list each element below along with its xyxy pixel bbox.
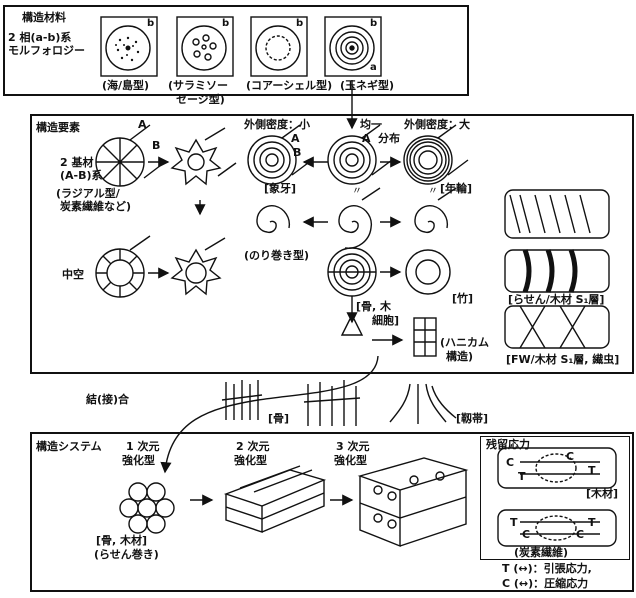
- one-d-type-label: 強化型: [122, 454, 155, 467]
- fw-wood-label: [FW/木材 S₁層, 繊虫]: [506, 353, 620, 366]
- phase-b-label: b: [222, 18, 230, 29]
- three-d-label: 3 次元: [336, 440, 370, 453]
- label-B: B: [152, 139, 161, 152]
- bone-joint-label: [骨]: [268, 412, 290, 425]
- residual-stress-label: 残留応力: [486, 438, 530, 451]
- annual-ring-label: [年輪]: [440, 182, 473, 195]
- star-fiber: [170, 127, 237, 186]
- bone-joint-sketch: [221, 380, 263, 420]
- morphology-onion: [329, 25, 375, 71]
- stress-C: C: [522, 528, 531, 541]
- svg-text:〃: 〃: [428, 186, 438, 197]
- bone-wood-label: [骨, 木: [356, 300, 392, 313]
- fw-cylinder: [504, 305, 610, 349]
- phase-b-label: b: [147, 18, 155, 29]
- stress-C: C: [566, 450, 575, 463]
- morphology-sea-island: [105, 25, 151, 71]
- radial-type-label: (ラジアル型/: [56, 187, 120, 200]
- two-d-label: 2 次元: [236, 440, 270, 453]
- honeycomb-structure-label: 構造): [446, 350, 474, 363]
- annual-ring-fiber: [403, 124, 469, 185]
- bamboo-label: [竹]: [452, 292, 474, 305]
- spiral-wood-label: [らせん/木材 S₁層]: [508, 293, 605, 306]
- materials-title: 構造材料: [22, 11, 66, 24]
- morphology-salami: [181, 25, 227, 71]
- distribution-label: 分布: [378, 132, 400, 145]
- elements-panel: [30, 114, 634, 374]
- ivory-fiber: [247, 124, 313, 185]
- roll-type-label: (のり巻き型): [244, 249, 310, 262]
- stress-T: T: [588, 516, 596, 529]
- residual-stress-panel: [480, 436, 630, 560]
- morphology-label: モルフォロジー: [8, 44, 85, 57]
- two-phase-label: 2 相(a-b)系: [8, 31, 72, 44]
- wood-joint-sketch: [303, 380, 361, 426]
- residual-stress-wood: [497, 447, 617, 489]
- roll-spiral-center: [338, 187, 381, 249]
- legend-compression: C (↔)：圧縮応力: [502, 577, 589, 590]
- ligament-sketch: [389, 383, 457, 424]
- sea-island-label: (海/島型): [102, 79, 150, 92]
- stress-T: T: [510, 516, 518, 529]
- hollow-star-fiber: [170, 237, 226, 296]
- wood-label: [木材]: [586, 487, 619, 500]
- density-high-label: 外側密度：大: [404, 118, 470, 131]
- salami-label: (サラミソー: [168, 79, 229, 92]
- ivory-label: [象牙]: [264, 182, 297, 195]
- phase-b-label: b: [296, 18, 304, 29]
- slab-2d: [223, 465, 327, 533]
- hollow-fiber: [95, 235, 151, 298]
- morphology-core-shell: [255, 25, 301, 71]
- bone-wood-system-label: [骨, 木材]: [96, 534, 148, 547]
- stress-T: T: [518, 470, 526, 483]
- carbon-fiber-label: 炭素繊維など): [60, 200, 132, 213]
- elements-title: 構造要素: [36, 121, 80, 134]
- lattice-3d: [357, 457, 469, 548]
- uniform-label: 均一: [360, 118, 382, 131]
- two-matrix-label: 2 基材: [60, 156, 94, 169]
- cell-label: 細胞]: [372, 314, 400, 327]
- label-B: B: [293, 146, 302, 159]
- spiral-cylinder: [504, 249, 610, 293]
- hollow-label: 中空: [62, 268, 84, 281]
- label-A: A: [291, 132, 300, 145]
- carbon-fiber-system-label: (炭素繊維): [514, 546, 569, 559]
- density-low-label: 外側密度：小: [244, 118, 310, 131]
- honeycomb-label: (ハニカム: [440, 336, 490, 349]
- stress-C: C: [576, 528, 585, 541]
- phase-b-label: b: [370, 18, 378, 29]
- label-A: A: [138, 118, 147, 131]
- three-d-type-label: 強化型: [334, 454, 367, 467]
- legend-tension: T (↔)：引張応力,: [502, 562, 592, 575]
- stress-C: C: [506, 456, 515, 469]
- uniform-fiber: [327, 124, 393, 185]
- one-d-label: 1 次元: [126, 440, 160, 453]
- wood-cylinder-1: [504, 189, 610, 239]
- stress-T: T: [588, 464, 596, 477]
- label-A: A: [362, 132, 371, 145]
- two-d-type-label: 強化型: [234, 454, 267, 467]
- residual-stress-carbon: [497, 509, 617, 547]
- roll-spiral-right: [414, 187, 457, 234]
- systems-panel: [30, 432, 634, 592]
- systems-title: 構造システム: [36, 440, 102, 453]
- onion-label: (玉ネギ型): [340, 79, 395, 92]
- sausage-label: セージ型): [176, 93, 225, 106]
- core-shell-label: (コアーシェル型): [246, 79, 333, 92]
- bundle-1d: [119, 482, 175, 534]
- materials-panel: [3, 5, 469, 96]
- spiral-roll-label: (らせん巻き): [94, 548, 159, 561]
- ligament-label: [靱帯]: [456, 412, 489, 425]
- phase-a-label: a: [370, 62, 377, 73]
- ab-system-label: (A-B)系: [60, 169, 103, 182]
- bamboo-fiber: [405, 249, 451, 295]
- roll-spiral-left: [256, 204, 291, 234]
- svg-text:〃: 〃: [352, 186, 362, 197]
- joining-label: 結(接)合: [86, 393, 130, 406]
